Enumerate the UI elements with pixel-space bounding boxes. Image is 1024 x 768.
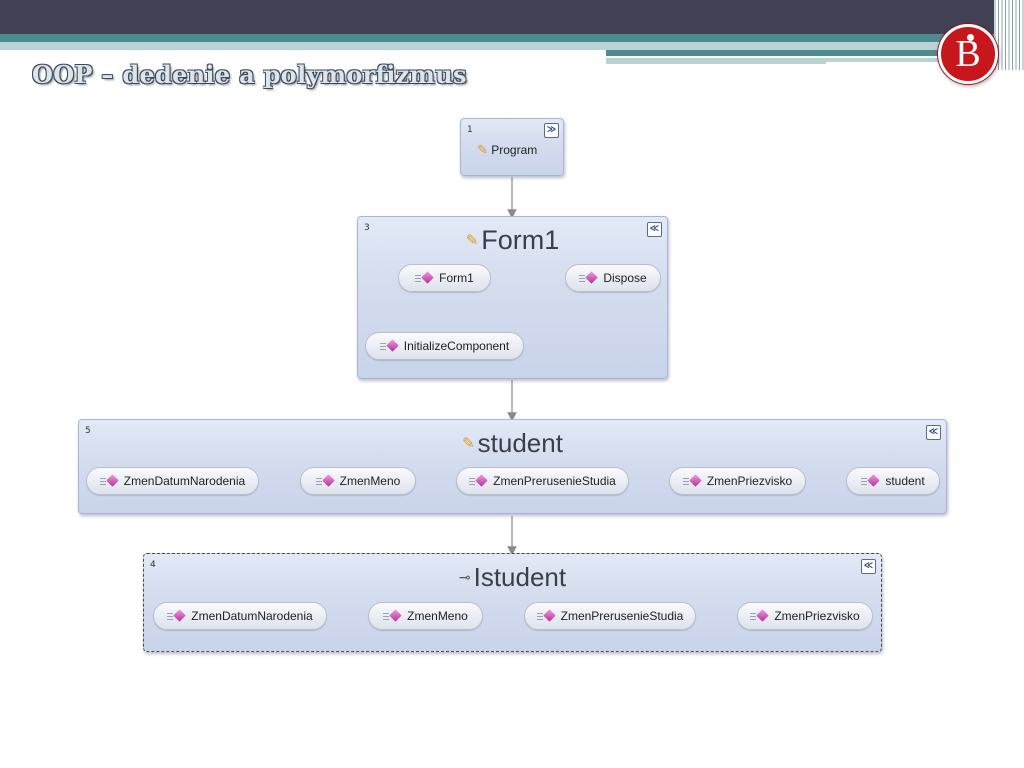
member-label: ZmenDatumNarodenia [123, 474, 246, 488]
student-member-zmenprerusenie[interactable]: ZmenPrerusenieStudia [456, 467, 629, 495]
method-icon [173, 609, 187, 622]
form1-member-dispose[interactable]: Dispose [565, 264, 661, 292]
student-collapse-toggle[interactable]: ≪ [926, 425, 941, 440]
member-label: ZmenPrerusenieStudia [493, 474, 616, 488]
istudent-title-label: Istudent [473, 562, 567, 592]
method-lines-icon [415, 275, 422, 282]
method-lines-icon [861, 478, 868, 485]
member-label: ZmenMeno [407, 609, 468, 623]
form1-box-number: 3 [364, 223, 370, 233]
program-class-name: ✎ Program [477, 142, 537, 158]
method-icon [542, 609, 556, 622]
program-label: Program [491, 143, 538, 157]
member-label: ZmenPrerusenieStudia [560, 609, 684, 623]
header-dark-bar [0, 0, 1024, 34]
istudent-box-number: 4 [150, 560, 156, 570]
method-icon [106, 474, 119, 487]
member-label: InitializeComponent [403, 339, 510, 353]
method-lines-icon [750, 613, 757, 620]
student-title-label: student [477, 428, 563, 458]
member-label: ZmenPriezvisko [706, 474, 793, 488]
header-light-accent-2 [826, 58, 938, 62]
student-member-zmendatumnarodenia[interactable]: ZmenDatumNarodenia [86, 467, 259, 495]
istudent-member-zmenpriezvisko[interactable]: ZmenPriezvisko [737, 602, 873, 630]
method-icon [585, 271, 599, 284]
header-light-accent [606, 58, 826, 64]
method-icon [867, 474, 881, 487]
student-class-title: ✎student [79, 428, 946, 459]
member-label: ZmenPriezvisko [774, 609, 860, 623]
member-label: Form1 [439, 271, 474, 285]
form1-member-form1[interactable]: Form1 [398, 264, 491, 292]
program-class-box[interactable]: 1 ≫ ✎ Program [460, 118, 564, 176]
form1-title-label: Form1 [481, 225, 560, 255]
student-box-number: 5 [85, 426, 91, 436]
form1-class-title: ✎Form1 [358, 225, 667, 256]
program-box-number: 1 [467, 125, 473, 135]
istudent-collapse-toggle[interactable]: ≪ [861, 559, 876, 574]
member-label: student [885, 474, 925, 488]
header-light-bar [0, 42, 1024, 50]
interface-icon: ⊸ [458, 569, 471, 585]
method-icon [756, 609, 770, 622]
member-label: Dispose [603, 271, 647, 285]
form1-member-initializecomponent[interactable]: InitializeComponent [365, 332, 524, 360]
istudent-member-zmenmeno[interactable]: ZmenMeno [368, 602, 483, 630]
method-lines-icon [469, 478, 476, 485]
method-lines-icon [536, 613, 543, 620]
student-member-zmenmeno[interactable]: ZmenMeno [300, 467, 416, 495]
method-lines-icon [682, 478, 689, 485]
header-stripes [994, 0, 1024, 70]
method-lines-icon [383, 613, 390, 620]
student-class-box[interactable]: 5 ≪ ✎student [78, 419, 947, 514]
method-icon [386, 339, 399, 352]
method-icon [389, 609, 402, 622]
program-collapse-toggle[interactable]: ≫ [544, 123, 559, 138]
class-icon: ✎ [477, 142, 488, 157]
member-label: ZmenDatumNarodenia [191, 609, 313, 623]
method-lines-icon [579, 275, 586, 282]
method-lines-icon [167, 613, 174, 620]
method-lines-icon [99, 478, 106, 485]
istudent-member-zmendatumnarodenia[interactable]: ZmenDatumNarodenia [153, 602, 327, 630]
class-icon: ✎ [462, 435, 475, 452]
method-icon [421, 271, 434, 284]
student-member-zmenpriezvisko[interactable]: ZmenPriezvisko [669, 467, 806, 495]
method-icon [321, 474, 335, 487]
method-icon [475, 474, 488, 487]
student-member-student[interactable]: student [846, 467, 940, 495]
form1-collapse-toggle[interactable]: ≪ [647, 222, 662, 237]
member-label: ZmenMeno [339, 474, 401, 488]
logo: B [938, 24, 998, 84]
method-icon [689, 474, 702, 487]
istudent-member-zmenprerusenie[interactable]: ZmenPrerusenieStudia [524, 602, 696, 630]
logo-dot [967, 34, 974, 41]
istudent-interface-title: ⊸Istudent [144, 562, 881, 593]
header-teal-accent [606, 50, 1024, 56]
header-teal-bar [0, 34, 1024, 42]
slide-title: OOP – dedenie a polymorfizmus [32, 60, 467, 89]
class-icon: ✎ [465, 232, 479, 249]
method-lines-icon [379, 343, 386, 350]
method-lines-icon [315, 478, 322, 485]
